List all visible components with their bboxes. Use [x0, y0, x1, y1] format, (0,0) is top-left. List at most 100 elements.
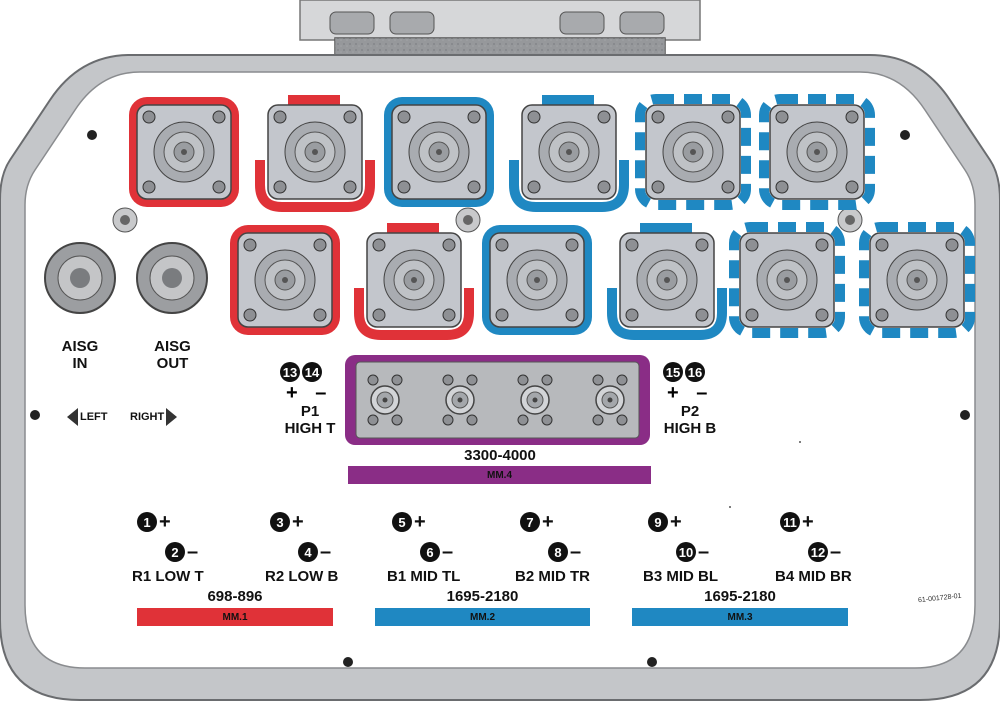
- plus-sign: +: [286, 382, 298, 404]
- port-13-14: 13 14: [280, 362, 324, 382]
- port-9-plus: 9+: [648, 512, 682, 532]
- high-band-freq: 3300-4000: [464, 447, 536, 464]
- port-2-minus: 2–: [165, 542, 198, 562]
- minus-sign: –: [696, 382, 708, 404]
- plus-sign: +: [542, 511, 554, 533]
- plus-sign: +: [667, 382, 679, 404]
- port-15-badge: 15: [663, 362, 683, 382]
- screw: [900, 130, 910, 140]
- connector-row1-5: [635, 94, 751, 210]
- port-14-badge: 14: [302, 362, 322, 382]
- plus-sign: +: [670, 511, 682, 533]
- port-10-minus: 10–: [676, 542, 709, 562]
- port-badge: 8: [548, 542, 568, 562]
- port-label: B4 MID BR: [775, 568, 852, 585]
- hex-screw: [112, 207, 138, 233]
- high-band-port-2: [442, 374, 478, 426]
- minus-sign: –: [442, 541, 454, 563]
- mm-bar: MM.1: [137, 608, 333, 626]
- p2-signs: + –: [667, 382, 707, 405]
- triangle-right-icon: [166, 408, 178, 426]
- high-band-port-1: [367, 374, 403, 426]
- connector-row1-3: [384, 97, 494, 207]
- high-band-port-4: [592, 374, 628, 426]
- plus-sign: +: [802, 511, 814, 533]
- screw: [343, 657, 353, 667]
- connector-row2-2: [354, 223, 474, 340]
- screw: [647, 657, 657, 667]
- minus-sign: –: [570, 541, 582, 563]
- port-8-minus: 8–: [548, 542, 581, 562]
- connector-row2-1: [230, 225, 340, 335]
- plus-sign: +: [292, 511, 304, 533]
- mm4-bar: MM.4: [348, 466, 651, 484]
- port-4-minus: 4–: [298, 542, 331, 562]
- port-badge: 10: [676, 542, 696, 562]
- connector-row1-2: [255, 95, 375, 212]
- port-badge: 4: [298, 542, 318, 562]
- connector-row2-5: [729, 222, 845, 338]
- port-13-badge: 13: [280, 362, 300, 382]
- plus-sign: +: [414, 511, 426, 533]
- port-16-badge: 16: [685, 362, 705, 382]
- mm-bar: MM.3: [632, 608, 848, 626]
- left-label: LEFT: [80, 411, 108, 423]
- group-freq: 1695-2180: [446, 588, 519, 605]
- port-badge: 11: [780, 512, 800, 532]
- triangle-left-icon: [67, 408, 78, 426]
- high-band-port-3: [517, 374, 553, 426]
- mm-bar: MM.2: [375, 608, 590, 626]
- hex-screw: [455, 207, 481, 233]
- port-badge: 1: [137, 512, 157, 532]
- port-1-plus: 1+: [137, 512, 171, 532]
- connector-row1-1: [129, 97, 239, 207]
- port-badge: 9: [648, 512, 668, 532]
- connector-row1-6: [759, 94, 875, 210]
- right-indicator: RIGHT: [130, 408, 178, 426]
- port-badge: 12: [808, 542, 828, 562]
- port-label: B1 MID TL: [387, 568, 461, 585]
- port-6-minus: 6–: [420, 542, 453, 562]
- port-badge: 2: [165, 542, 185, 562]
- port-label: R2 LOW B: [265, 568, 339, 585]
- connector-row2-4: [607, 223, 727, 340]
- hex-screw: [837, 207, 863, 233]
- port-badge: 7: [520, 512, 540, 532]
- port-12-minus: 12–: [808, 542, 841, 562]
- minus-sign: –: [830, 541, 842, 563]
- minus-sign: –: [320, 541, 332, 563]
- left-indicator: LEFT: [67, 408, 108, 426]
- connector-row1-4: [509, 95, 629, 212]
- port-5-plus: 5+: [392, 512, 426, 532]
- port-badge: 5: [392, 512, 412, 532]
- group-freq: 698-896: [207, 588, 263, 605]
- minus-sign: –: [698, 541, 710, 563]
- minus-sign: –: [315, 382, 327, 404]
- port-7-plus: 7+: [520, 512, 554, 532]
- high-band-module: [345, 355, 650, 445]
- port-label: B2 MID TR: [515, 568, 590, 585]
- minus-sign: –: [187, 541, 199, 563]
- connector-row2-3: [482, 225, 592, 335]
- connector-row2-6: [859, 222, 975, 338]
- screw: [87, 130, 97, 140]
- port-11-plus: 11+: [780, 512, 814, 532]
- port-label: R1 LOW T: [132, 568, 204, 585]
- group-freq: 1695-2180: [704, 588, 776, 605]
- screw: [30, 410, 40, 420]
- aisg-in-connector: [44, 242, 116, 314]
- port-badge: 6: [420, 542, 440, 562]
- aisg-out-connector: [136, 242, 208, 314]
- p1-signs: + –: [286, 382, 326, 405]
- right-label: RIGHT: [130, 411, 165, 423]
- port-badge: 3: [270, 512, 290, 532]
- port-label: B3 MID BL: [643, 568, 718, 585]
- port-3-plus: 3+: [270, 512, 304, 532]
- port-15-16: 15 16: [663, 362, 707, 382]
- screw: [960, 410, 970, 420]
- plus-sign: +: [159, 511, 171, 533]
